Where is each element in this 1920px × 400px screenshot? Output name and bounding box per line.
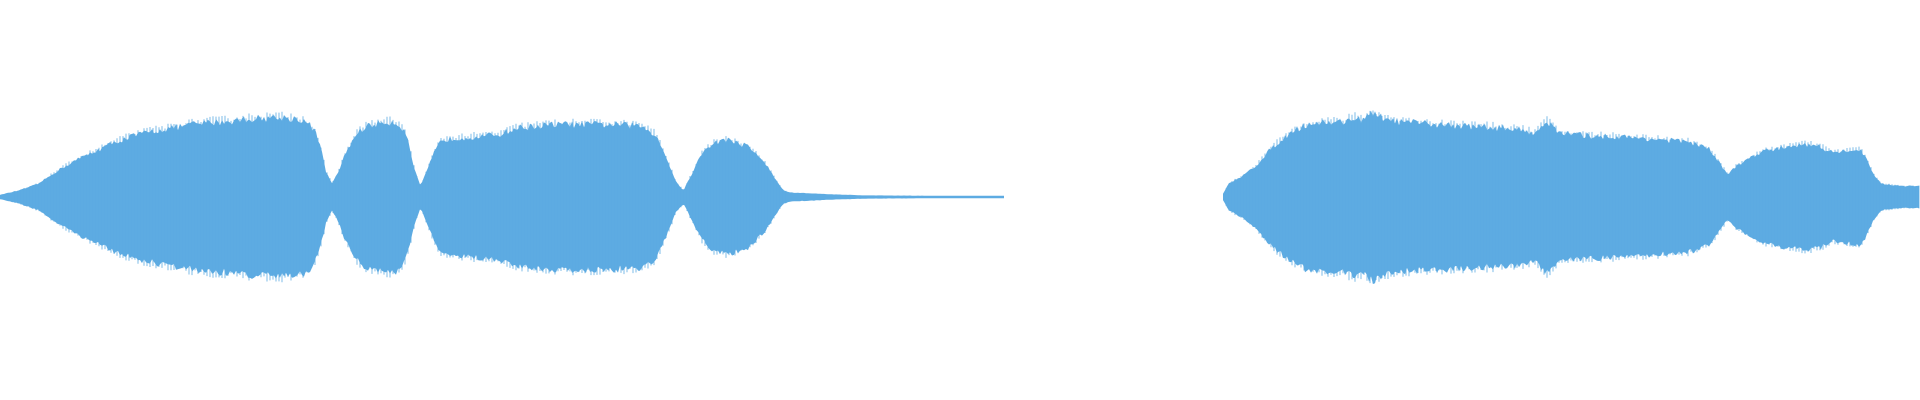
- waveform-channel: [0, 110, 1920, 284]
- waveform-peaks-2: [1225, 110, 1920, 284]
- waveform-peaks-1: [14, 111, 787, 283]
